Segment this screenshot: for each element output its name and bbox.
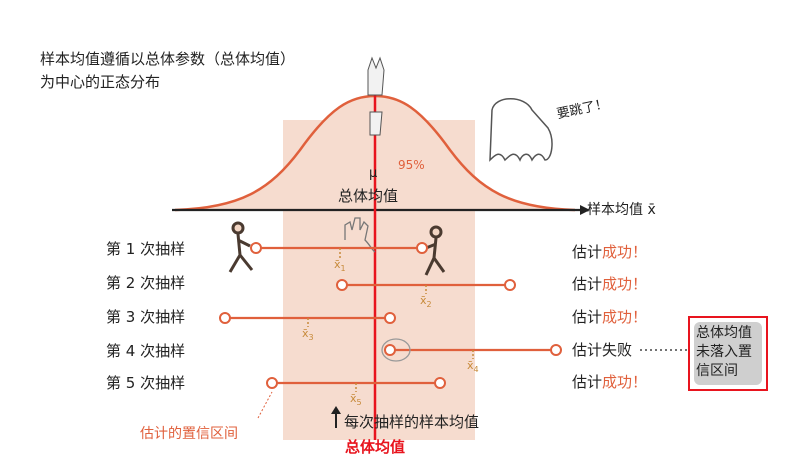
population-mean-label: 总体均值 xyxy=(338,187,399,205)
sample-interval-1 xyxy=(250,242,428,258)
x-axis-label: 样本均值 x̄ xyxy=(587,202,656,218)
xbar-5: x̄5 xyxy=(350,392,362,408)
row-label-3: 第 3 次抽样 xyxy=(106,308,186,326)
sample-mean-arrow-label: 每次抽样的样本均值 xyxy=(344,413,480,431)
walker-right xyxy=(424,225,446,276)
x-axis-arrow xyxy=(580,205,590,215)
result-2: 估计成功！ xyxy=(572,275,648,293)
row-label-5: 第 5 次抽样 xyxy=(106,374,186,392)
callout-text: 总体均值未落入置信区间 xyxy=(696,325,752,379)
callout-box: 总体均值未落入置信区间 xyxy=(688,316,768,391)
sample-interval-2 xyxy=(336,279,516,294)
result-3: 估计成功！ xyxy=(572,308,648,326)
row-label-4: 第 4 次抽样 xyxy=(106,342,186,360)
sample-interval-5 xyxy=(266,377,446,392)
row-label-2: 第 2 次抽样 xyxy=(106,274,186,292)
ghost-figure xyxy=(367,56,385,136)
callout-bubble xyxy=(694,322,762,385)
sample-interval-4 xyxy=(381,338,562,362)
ghost-right xyxy=(489,98,553,162)
ci-label: 估计的置信区间 xyxy=(140,426,238,442)
xbar-3: x̄3 xyxy=(302,327,314,343)
xbar-2: x̄2 xyxy=(420,294,432,310)
row-label-1: 第 1 次抽样 xyxy=(106,240,186,258)
title-line-2: 为中心的正态分布 xyxy=(40,73,161,91)
walker-left xyxy=(228,221,254,273)
sample-interval-3 xyxy=(219,312,396,327)
up-arrow-head xyxy=(331,406,341,414)
xbar-1: x̄1 xyxy=(334,258,346,274)
percent-label: 95% xyxy=(398,158,425,172)
result-1: 估计成功！ xyxy=(572,243,648,261)
ci-pointer xyxy=(257,391,273,419)
population-mean-red-label: 总体均值 xyxy=(345,438,406,456)
hand-icon xyxy=(344,217,376,253)
xbar-4: x̄4 xyxy=(467,359,479,375)
result-4: 估计失败 xyxy=(572,341,633,359)
result-5: 估计成功！ xyxy=(572,373,648,391)
mu-label: μ xyxy=(369,166,378,181)
title-line-1: 样本均值遵循以总体参数（总体均值） xyxy=(40,50,296,68)
miss-highlight xyxy=(381,338,411,362)
